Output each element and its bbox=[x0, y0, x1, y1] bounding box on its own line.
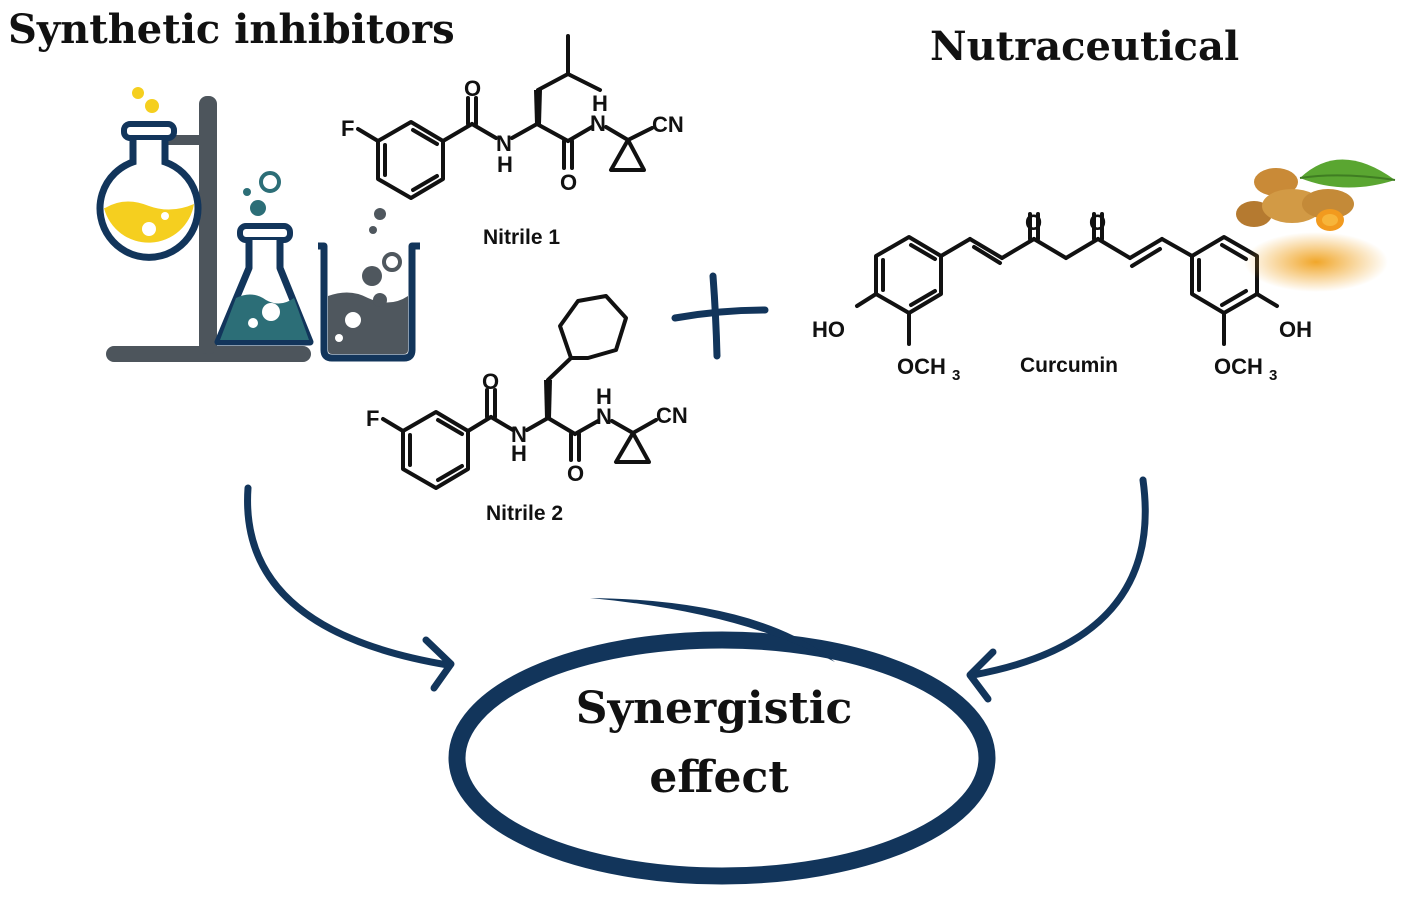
turmeric-icon bbox=[1236, 159, 1396, 292]
nutraceutical-heading: Nutraceutical bbox=[930, 23, 1239, 70]
effect-label: effect bbox=[649, 752, 789, 803]
svg-text:N: N bbox=[511, 422, 527, 447]
svg-text:H: H bbox=[497, 152, 513, 177]
svg-text:O: O bbox=[1089, 210, 1106, 235]
left-arrow bbox=[244, 484, 455, 692]
svg-text:OCH: OCH bbox=[897, 354, 946, 379]
svg-text:H: H bbox=[596, 384, 612, 409]
svg-text:OCH: OCH bbox=[1214, 354, 1263, 379]
synthetic-inhibitors-heading: Synthetic inhibitors bbox=[8, 6, 455, 53]
svg-text:O: O bbox=[567, 461, 584, 486]
right-arrow bbox=[966, 476, 1149, 703]
svg-text:O: O bbox=[482, 369, 499, 394]
curcumin-label: Curcumin bbox=[1020, 354, 1118, 377]
svg-text:F: F bbox=[341, 116, 354, 141]
nitrile-2-label: Nitrile 2 bbox=[486, 502, 563, 525]
svg-text:OH: OH bbox=[1279, 317, 1312, 342]
svg-text:O: O bbox=[464, 76, 481, 101]
nitrile-1-label: Nitrile 1 bbox=[483, 226, 560, 249]
svg-text:3: 3 bbox=[1269, 367, 1277, 384]
plus-icon bbox=[671, 272, 769, 360]
synergistic-label: Synergistic bbox=[576, 683, 853, 734]
svg-text:H: H bbox=[511, 441, 527, 466]
svg-text:CN: CN bbox=[652, 112, 684, 137]
svg-text:CN: CN bbox=[656, 403, 688, 428]
synergy-ellipse bbox=[448, 598, 996, 885]
svg-text:H: H bbox=[592, 91, 608, 116]
svg-text:N: N bbox=[596, 404, 612, 429]
svg-text:O: O bbox=[560, 170, 577, 195]
svg-text:N: N bbox=[590, 111, 606, 136]
lab-glassware-icon bbox=[96, 87, 420, 362]
svg-text:N: N bbox=[496, 131, 512, 156]
svg-text:O: O bbox=[1025, 210, 1042, 235]
nitrile-1-structure: F O N H O H N CN Nitrile 1 bbox=[341, 34, 684, 249]
svg-text:HO: HO bbox=[812, 317, 845, 342]
curcumin-structure: O O HO OH OCH 3 OCH 3 Curcumin bbox=[812, 210, 1312, 384]
svg-text:F: F bbox=[366, 406, 379, 431]
nitrile-2-structure: F O N H O H N CN Nitrile 2 bbox=[366, 294, 688, 525]
svg-text:3: 3 bbox=[952, 367, 960, 384]
